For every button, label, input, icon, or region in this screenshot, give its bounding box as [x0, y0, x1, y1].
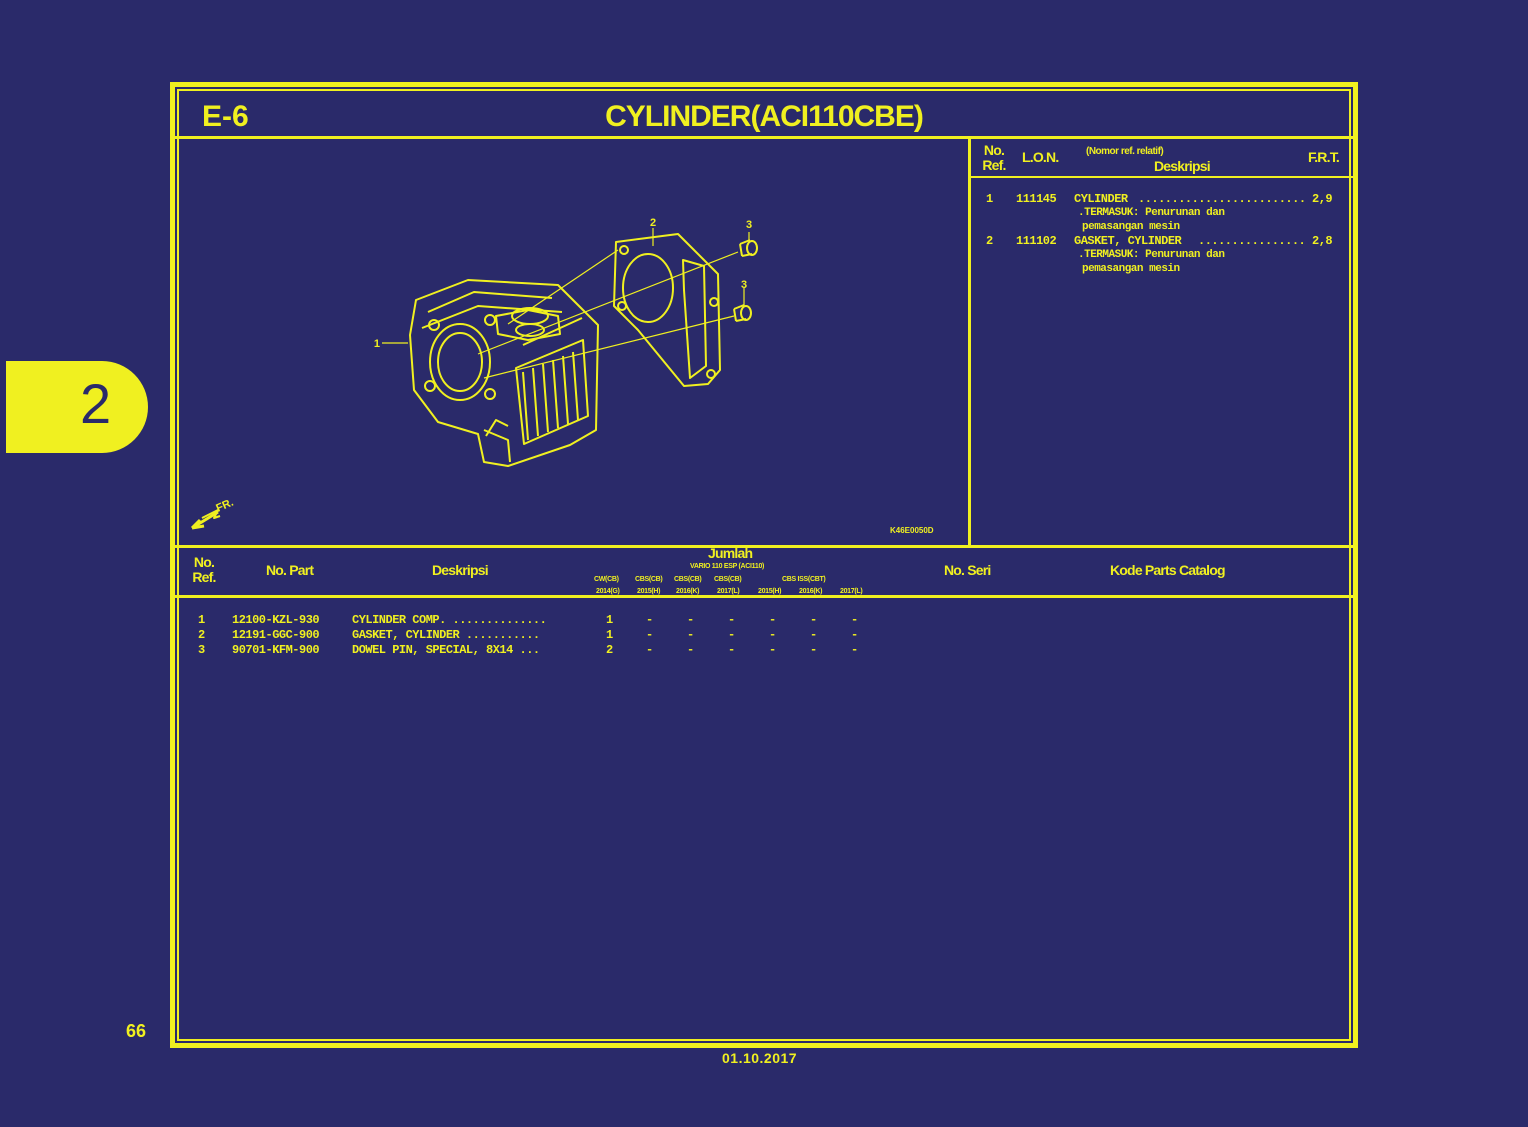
row-ref: 3 — [198, 643, 205, 657]
lon-header-desc: Deskripsi — [1154, 158, 1211, 174]
lon-header-ref: No. Ref. — [982, 142, 1006, 173]
parts-header-ref: No. Ref. — [192, 554, 216, 585]
row-qty: - — [810, 643, 817, 657]
page-number: 66 — [126, 1021, 147, 1041]
parts-header-qty-sub: CBS ISS(CBT) — [782, 576, 826, 583]
row-description: DOWEL PIN, SPECIAL, 8X14 ... — [352, 643, 540, 657]
row-qty: - — [646, 628, 653, 642]
row-ref: 2 — [198, 628, 205, 642]
page-frame — [170, 82, 1358, 1048]
lon-header-divider — [970, 176, 1353, 178]
page-title: CYLINDER(ACI110CBE) — [605, 100, 924, 133]
exploded-view-illustration: 1 2 3 3 FR. K46E0050D — [190, 217, 934, 535]
callout-2: 2 — [650, 217, 656, 229]
row-qty: 1 — [606, 628, 613, 642]
row-qty: - — [769, 643, 776, 657]
row-description: CYLINDER COMP. .............. — [352, 613, 547, 627]
parts-header-qty-year: 2014(G) — [596, 588, 620, 595]
dowel-pin-drawings — [733, 239, 758, 322]
lon-row-lon: 111145 — [1016, 192, 1057, 206]
table-row[interactable]: 3 90701-KFM-900 DOWEL PIN, SPECIAL, 8X14… — [198, 643, 878, 658]
front-marker-label: FR. — [214, 497, 235, 515]
parts-header-qty: Jumlah — [708, 545, 753, 561]
parts-header-qty-year: 2016(K) — [676, 588, 700, 595]
diagram-code: E-6 — [202, 100, 249, 133]
row-qty: - — [810, 613, 817, 627]
row-qty: - — [728, 628, 735, 642]
lon-row-lon: 111102 — [1016, 234, 1057, 248]
table-row[interactable]: 2 12191-GGC-900 GASKET, CYLINDER .......… — [198, 628, 878, 643]
lon-header-desc-top: (Nomor ref. relatif) — [1086, 146, 1164, 157]
lon-row-note: .TERMASUK: Penurunan dan — [1078, 207, 1225, 219]
row-qty: - — [687, 643, 694, 657]
row-qty: - — [769, 613, 776, 627]
parts-header-qty-year: 2015(H) — [758, 588, 782, 595]
parts-header-divider — [175, 595, 1353, 598]
parts-header-qty-year: 2015(H) — [637, 588, 661, 595]
parts-header-qty-sub: CBS(CB) — [714, 576, 742, 583]
illustration-divider — [175, 545, 1353, 548]
gasket-part-drawing — [613, 233, 721, 387]
row-qty: - — [851, 628, 858, 642]
row-qty: - — [728, 643, 735, 657]
lon-row-frt: 2,9 — [1312, 192, 1333, 206]
parts-header-desc: Deskripsi — [432, 562, 489, 578]
chapter-tab[interactable]: 2 — [6, 361, 148, 453]
row-qty: - — [810, 628, 817, 642]
parts-header-qty-model: VARIO 110 ESP (ACI110) — [690, 563, 765, 570]
parts-header-qty-sub: CBS(CB) — [635, 576, 663, 583]
row-part-number: 90701-KFM-900 — [232, 643, 320, 657]
lon-row-desc: CYLINDER — [1074, 192, 1128, 206]
front-direction-arrow — [190, 509, 221, 530]
lon-header-lon: L.O.N. — [1022, 149, 1059, 165]
row-qty: - — [769, 628, 776, 642]
row-qty: - — [646, 613, 653, 627]
print-date: 01.10.2017 — [722, 1050, 798, 1066]
lon-row-leader: .............................. — [1198, 234, 1308, 248]
parts-header-qty-sub: CW(CB) — [594, 576, 619, 583]
callout-1: 1 — [374, 338, 380, 350]
row-ref: 1 — [198, 613, 205, 627]
lon-row-leader: ........................................ — [1138, 192, 1308, 206]
parts-header-serial: No. Seri — [944, 562, 991, 578]
lon-row-note: pemasangan mesin — [1082, 221, 1180, 233]
parts-header-qty-year: 2016(K) — [799, 588, 823, 595]
lon-row-frt: 2,8 — [1312, 234, 1333, 248]
lon-row-note: .TERMASUK: Penurunan dan — [1078, 249, 1225, 261]
parts-header-qty-sub: CBS(CB) — [674, 576, 702, 583]
row-part-number: 12100-KZL-930 — [232, 613, 320, 627]
row-qty: 1 — [606, 613, 613, 627]
row-qty: - — [851, 613, 858, 627]
lon-panel-divider — [968, 138, 971, 546]
cylinder-part-drawing — [409, 279, 599, 467]
row-qty: - — [687, 613, 694, 627]
illustration-code: K46E0050D — [890, 526, 934, 535]
table-row[interactable]: 1 12100-KZL-930 CYLINDER COMP. .........… — [198, 613, 878, 628]
chapter-tab-number: 2 — [80, 372, 112, 435]
lon-row-ref: 2 — [986, 234, 993, 248]
leader-lines — [382, 228, 750, 379]
callout-3-upper: 3 — [746, 219, 752, 231]
parts-header-qty-year: 2017(L) — [717, 588, 740, 595]
row-qty: - — [851, 643, 858, 657]
parts-header-qty-year: 2017(L) — [840, 588, 863, 595]
lon-row-desc: GASKET, CYLINDER — [1074, 234, 1182, 248]
title-divider — [175, 136, 1353, 139]
callout-3-lower: 3 — [741, 279, 747, 291]
parts-header-part: No. Part — [266, 562, 314, 578]
lon-row-note: pemasangan mesin — [1082, 263, 1180, 275]
row-description: GASKET, CYLINDER ........... — [352, 628, 540, 642]
row-part-number: 12191-GGC-900 — [232, 628, 320, 642]
lon-row-ref: 1 — [986, 192, 993, 206]
row-qty: 2 — [606, 643, 613, 657]
lon-header-frt: F.R.T. — [1308, 149, 1340, 165]
parts-header-catalog: Kode Parts Catalog — [1110, 562, 1226, 578]
row-qty: - — [687, 628, 694, 642]
row-qty: - — [728, 613, 735, 627]
row-qty: - — [646, 643, 653, 657]
